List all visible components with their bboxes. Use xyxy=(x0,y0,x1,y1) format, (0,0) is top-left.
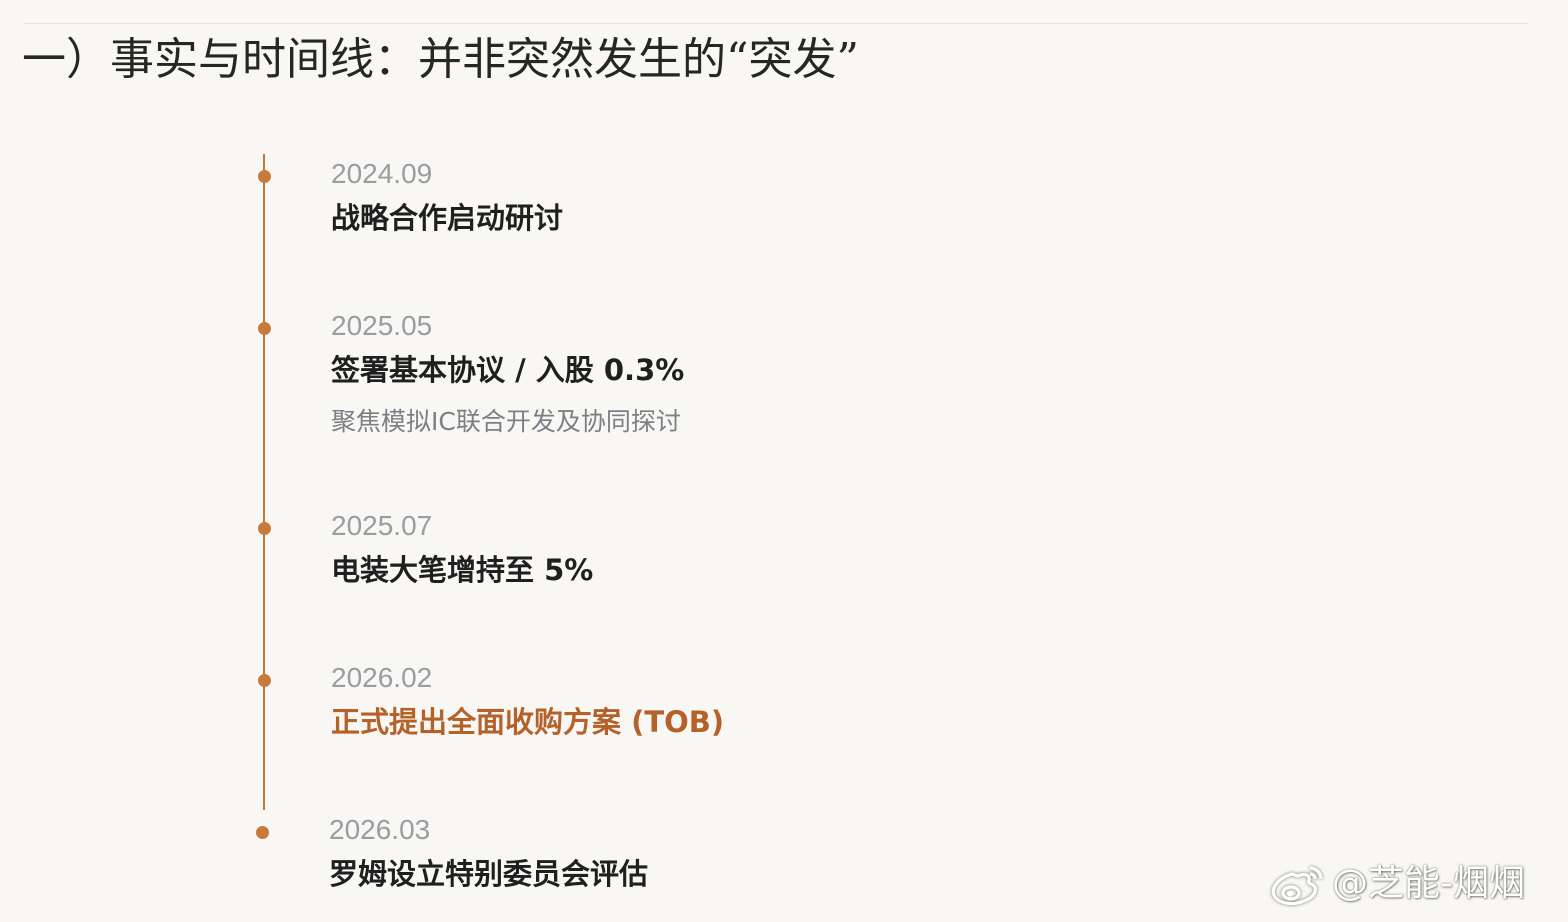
event-title: 正式提出全面收购方案 (TOB) xyxy=(331,705,725,739)
event-date: 2026.02 xyxy=(331,662,433,693)
weibo-logo-icon xyxy=(1268,860,1326,908)
event-title: 战略合作启动研讨 xyxy=(331,201,564,235)
watermark-text: @芝能-烟烟 xyxy=(1332,863,1525,904)
watermark: @芝能-烟烟 xyxy=(1268,858,1525,910)
page-title: 一）事实与时间线：并非突然发生的“突发” xyxy=(22,34,859,85)
timeline-line xyxy=(263,154,265,810)
timeline-dot xyxy=(258,322,271,335)
event-date: 2025.07 xyxy=(331,510,433,541)
event-title: 电装大笔增持至 5% xyxy=(331,553,594,587)
top-divider xyxy=(24,23,1528,24)
event-date: 2025.05 xyxy=(331,310,433,341)
timeline-dot xyxy=(258,170,271,183)
timeline-dot xyxy=(256,826,269,839)
timeline-dot xyxy=(258,522,271,535)
event-note: 聚焦模拟IC联合开发及协同探讨 xyxy=(331,407,681,436)
event-date: 2024.09 xyxy=(331,158,433,189)
event-title: 签署基本协议 / 入股 0.3% xyxy=(331,353,685,387)
timeline-dot xyxy=(258,674,271,687)
event-date: 2026.03 xyxy=(329,814,431,845)
event-title: 罗姆设立特别委员会评估 xyxy=(329,857,649,891)
